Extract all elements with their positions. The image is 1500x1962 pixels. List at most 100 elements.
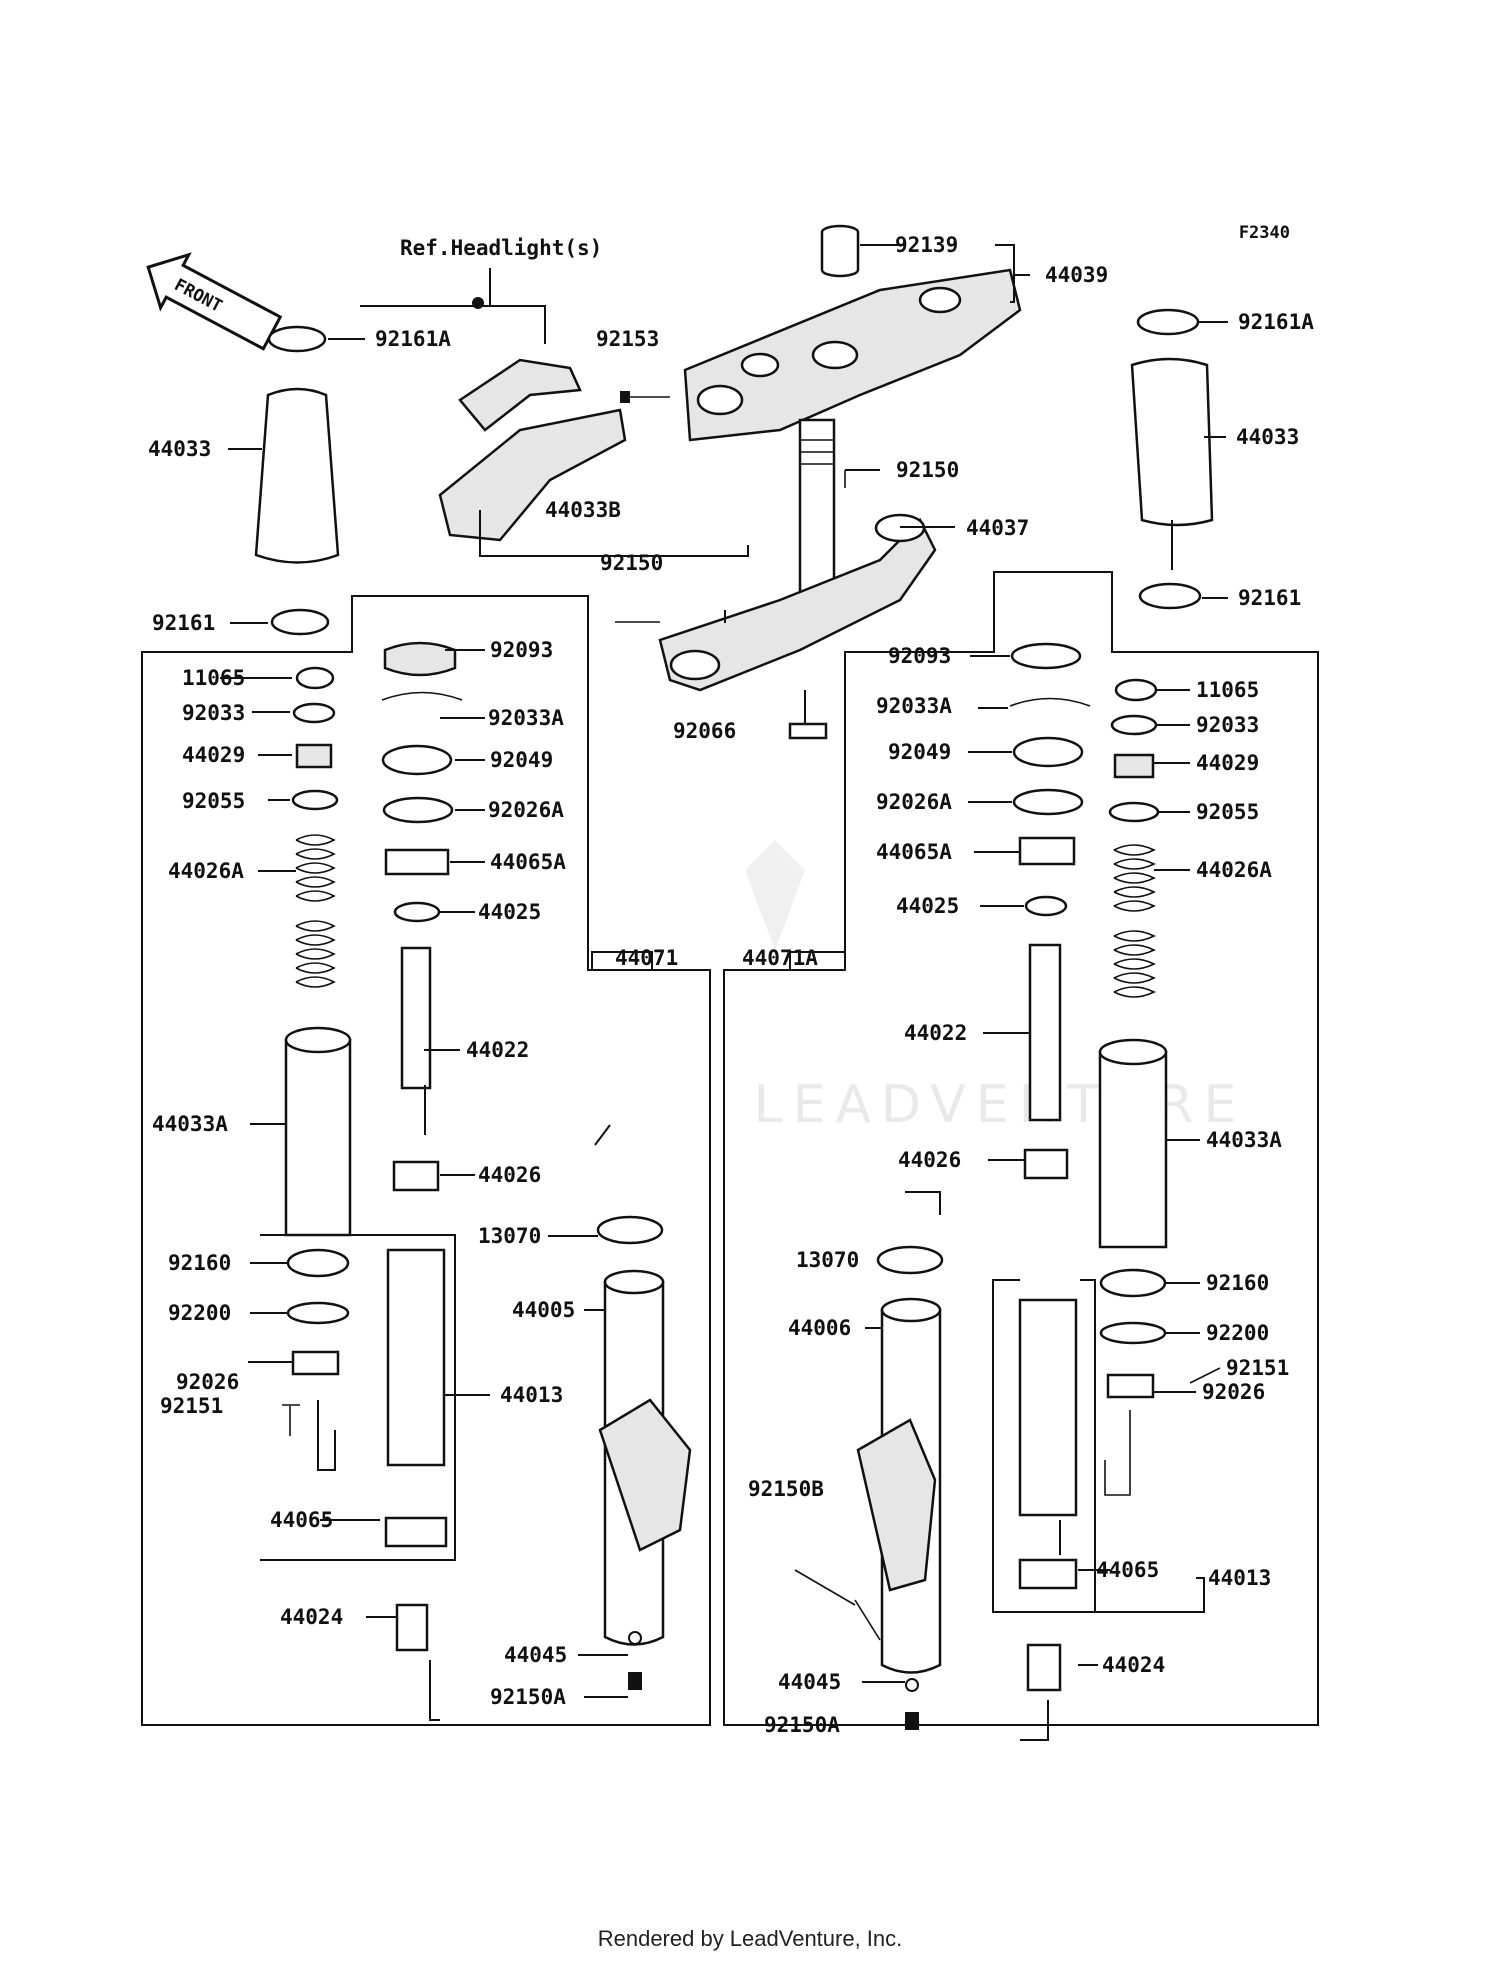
- leader-right-inner: [968, 655, 1205, 1666]
- label-44065-left: 44065: [270, 1508, 333, 1532]
- label-92160-left: 92160: [168, 1251, 231, 1275]
- label-92033A-left: 92033A: [488, 706, 564, 730]
- cover-44033-right: [1130, 357, 1214, 527]
- upper-bracket-44039: [683, 268, 1022, 442]
- caliper-mount-left: [598, 1398, 692, 1552]
- label-44065A-left: 44065A: [490, 850, 566, 874]
- caliper-mount-right: [856, 1418, 937, 1592]
- label-92093-right: 92093: [888, 644, 951, 668]
- cap-92161A-right: [1136, 308, 1200, 336]
- leader-13070-left: [594, 1124, 618, 1231]
- label-92026A-left: 92026A: [488, 798, 564, 822]
- label-44025-left: 44025: [478, 900, 541, 924]
- label-92160-right: 92160: [1206, 1271, 1269, 1295]
- screw-icon: [472, 297, 484, 309]
- seal-92161-right: [1138, 582, 1202, 610]
- label-92055-left: 92055: [182, 789, 245, 813]
- label-92049-right: 92049: [888, 740, 951, 764]
- right-fork-box: [723, 571, 1319, 1726]
- leader-left-inner: [260, 649, 490, 1618]
- ring-13070-right: [876, 1245, 944, 1275]
- leader-left-lower: [548, 1235, 628, 1698]
- label-92150-lower: 92150: [600, 551, 663, 575]
- label-44029-right: 44029: [1196, 751, 1259, 775]
- watermark: LEADVENTURE: [754, 1075, 1247, 1135]
- left-fork-box: [141, 595, 711, 1726]
- label-44005: 44005: [512, 1298, 575, 1322]
- front-arrow-icon: FRONT: [146, 252, 283, 351]
- outer-tube-top-44005: [603, 1269, 665, 1295]
- label-44033A-right: 44033A: [1206, 1128, 1282, 1152]
- label-13070-left: 13070: [478, 1224, 541, 1248]
- label-11065-right: 11065: [1196, 678, 1259, 702]
- label-92161-right: 92161: [1238, 586, 1301, 610]
- label-44033-right: 44033: [1236, 425, 1299, 449]
- label-92026A-right: 92026A: [876, 790, 952, 814]
- label-92150-upper: 92150: [896, 458, 959, 482]
- label-44024-left: 44024: [280, 1605, 343, 1629]
- label-92066: 92066: [673, 719, 736, 743]
- label-44065-right: 44065: [1096, 1558, 1159, 1582]
- bolts-92150: [615, 470, 846, 623]
- right-inner-parts: [1009, 642, 1091, 1692]
- label-44029-left: 44029: [182, 743, 245, 767]
- washer-44045-left: [628, 1631, 642, 1645]
- label-44071: 44071: [615, 946, 678, 970]
- left-fork-parts: [284, 666, 352, 1376]
- bracket-44071A: [789, 951, 846, 970]
- label-92161A-right: 92161A: [1238, 310, 1314, 334]
- footer-credit: Rendered by LeadVenture, Inc.: [597, 1926, 903, 1951]
- label-44033-left: 44033: [148, 437, 211, 461]
- nut-92066: [788, 722, 828, 740]
- bolt-92150A-left: [628, 1672, 642, 1690]
- label-92150A-right: 92150A: [764, 1713, 840, 1737]
- label-92139: 92139: [895, 233, 958, 257]
- leader-13070-right: [905, 1191, 941, 1215]
- label-44033B: 44033B: [545, 498, 621, 522]
- label-92033-right: 92033: [1196, 713, 1259, 737]
- cap-92139: [820, 224, 860, 278]
- label-92150B: 92150B: [748, 1477, 824, 1501]
- label-92026-right: 92026: [1202, 1380, 1265, 1404]
- steering-stem-44037: [658, 418, 937, 692]
- label-44071A: 44071A: [742, 946, 818, 970]
- label-92026-left: 92026: [176, 1370, 239, 1394]
- leader-right-lower: [862, 1327, 905, 1726]
- label-44013-left: 44013: [500, 1383, 563, 1407]
- screw-92151-right: [1104, 1367, 1221, 1496]
- washer-44045-right: [905, 1678, 919, 1692]
- seal-92161-left: [270, 608, 330, 636]
- label-44024-right: 44024: [1102, 1653, 1165, 1677]
- label-44006: 44006: [788, 1316, 851, 1340]
- leader-misc: [317, 1085, 1061, 1741]
- screw-92151-left: [282, 1404, 300, 1436]
- label-92033-left: 92033: [182, 701, 245, 725]
- cover-44033B: [438, 408, 627, 542]
- cover-44033-left: [254, 387, 340, 564]
- diagram-code: F2340: [1239, 223, 1290, 243]
- ref-headlight-note: Ref.Headlight(s): [400, 236, 602, 260]
- bolt-head-icon: [620, 391, 630, 403]
- label-44037: 44037: [966, 516, 1029, 540]
- cap-92161A-left: [267, 325, 327, 353]
- leader-right-fork: [1153, 689, 1200, 1393]
- label-44033A-left: 44033A: [152, 1112, 228, 1136]
- label-92033A-right: 92033A: [876, 694, 952, 718]
- right-fork-parts: [1098, 678, 1168, 1399]
- part-labels: 92161A 44033 92161 11065 92033 44029 920…: [148, 233, 1314, 1737]
- bolt-92150A-right: [905, 1712, 919, 1730]
- label-92150A-left: 92150A: [490, 1685, 566, 1709]
- label-11065-left: 11065: [182, 666, 245, 690]
- label-44026A-left: 44026A: [168, 859, 244, 883]
- label-92151-right: 92151: [1226, 1356, 1289, 1380]
- label-92200-left: 92200: [168, 1301, 231, 1325]
- leader-left-fork: [220, 677, 296, 1363]
- label-44065A-right: 44065A: [876, 840, 952, 864]
- label-92151-left: 92151: [160, 1394, 223, 1418]
- label-13070-right: 13070: [796, 1248, 859, 1272]
- label-92200-right: 92200: [1206, 1321, 1269, 1345]
- leader-right-top: [1171, 321, 1228, 599]
- outer-tube-top-44006: [880, 1297, 942, 1323]
- label-92093-left: 92093: [490, 638, 553, 662]
